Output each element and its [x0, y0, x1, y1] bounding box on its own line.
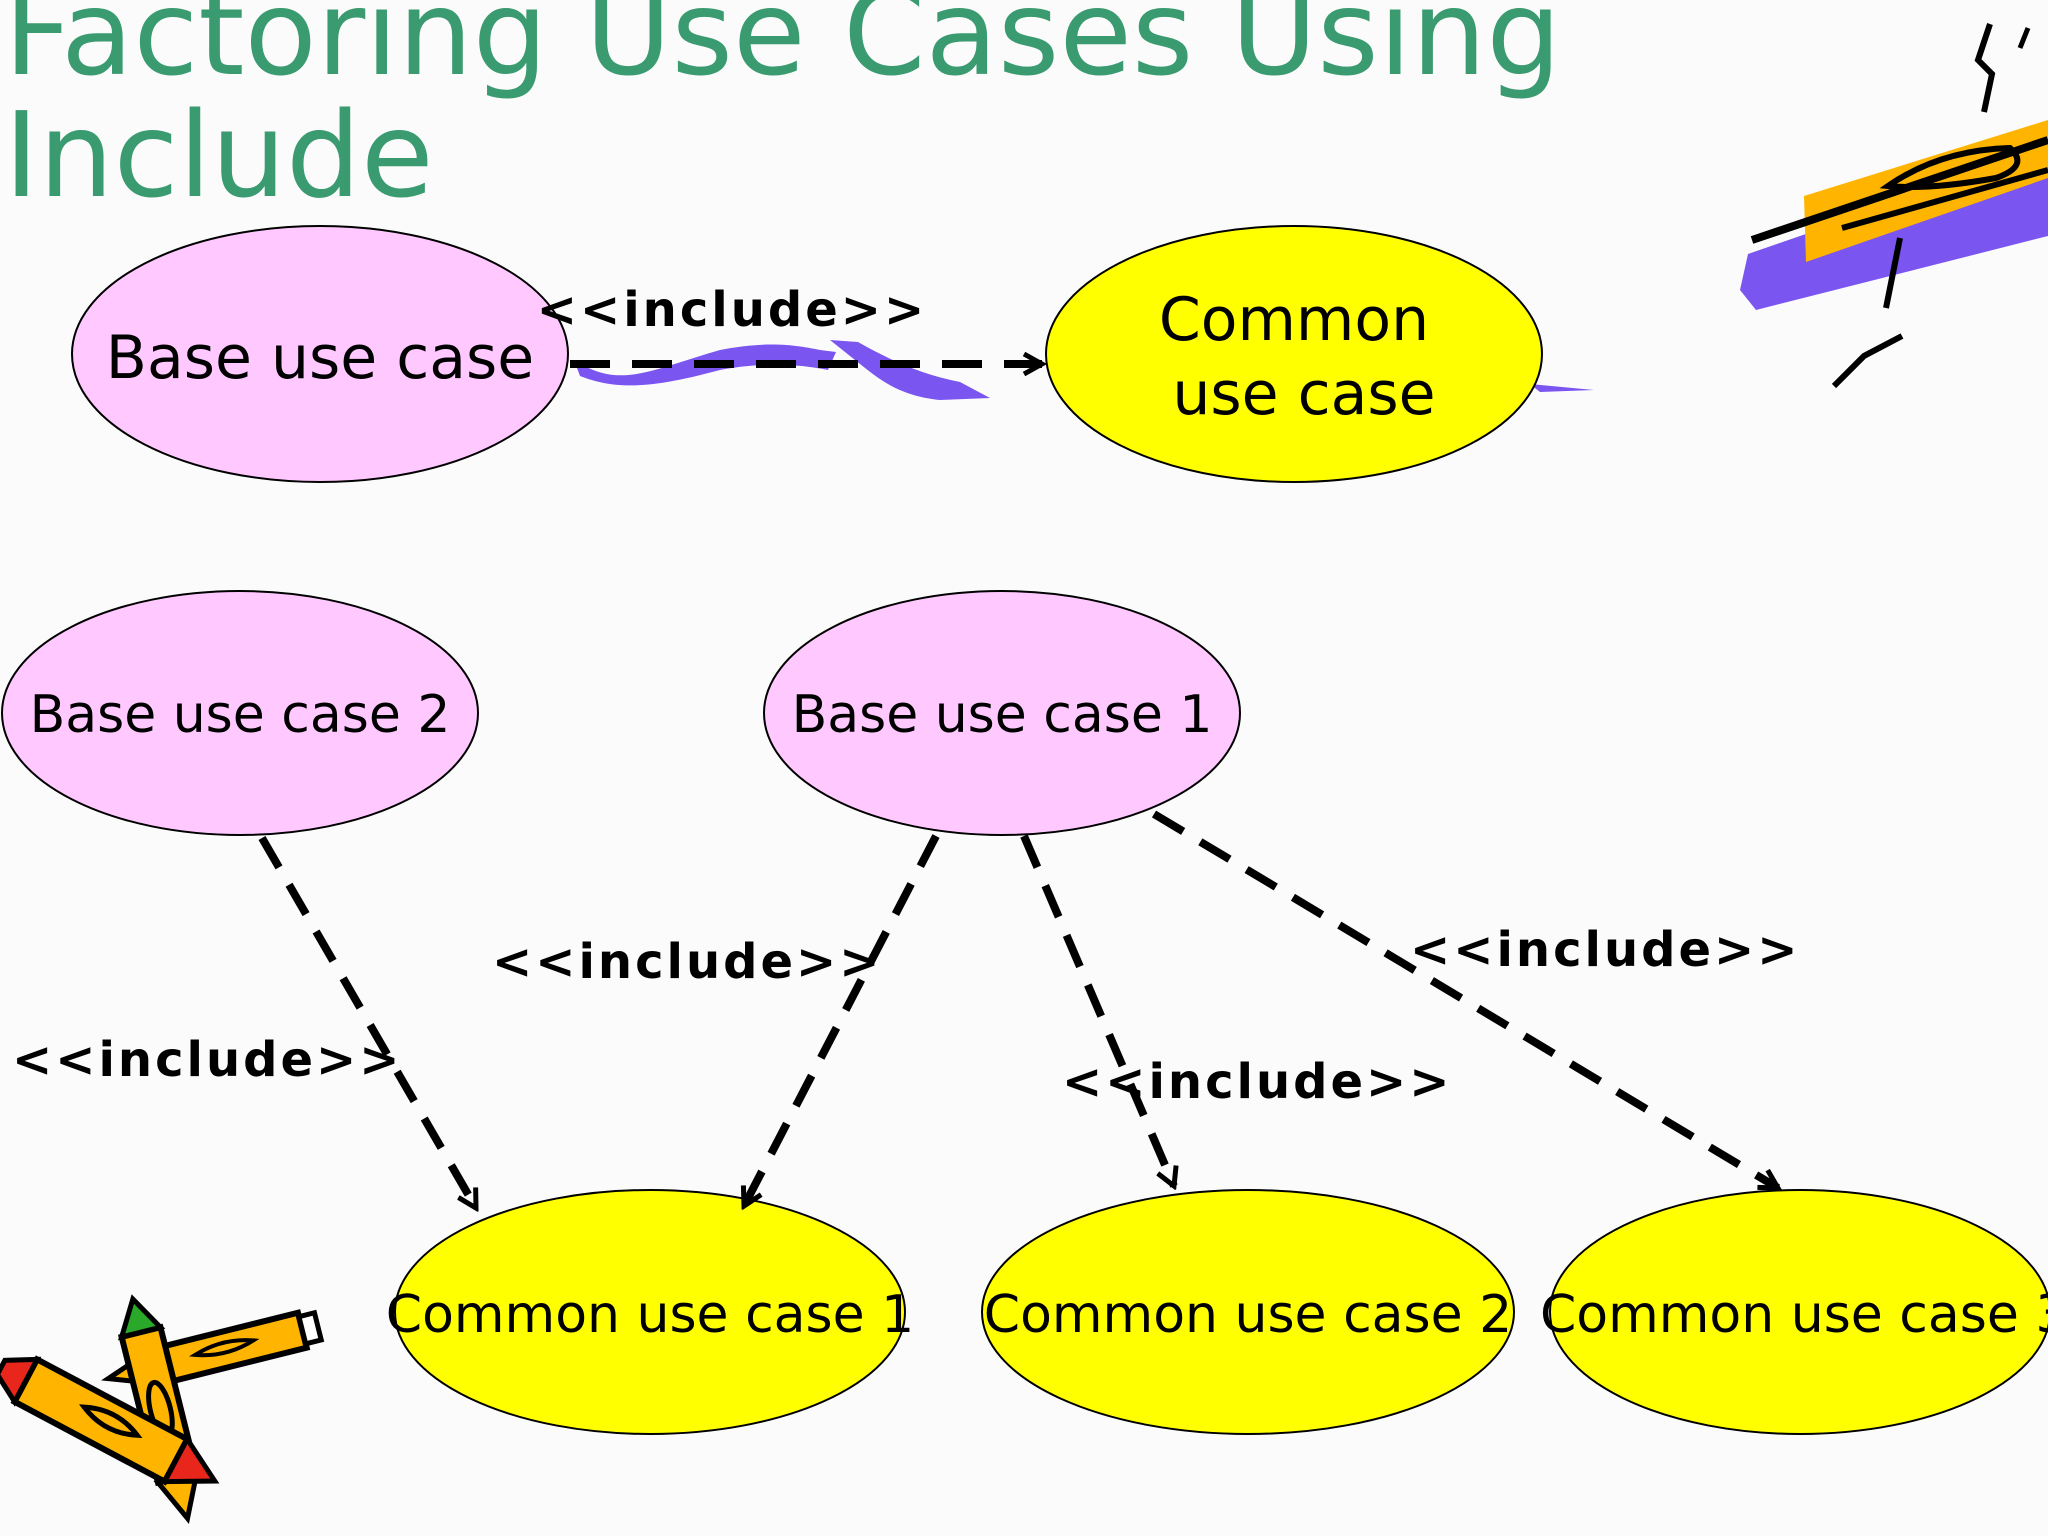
slide-title: Factoring Use Cases Using Include	[4, 0, 1804, 216]
crayons-icon	[0, 1294, 325, 1525]
common-use-case-ellipse	[1045, 225, 1543, 483]
include-label-base1-common3: <<include>>	[1410, 922, 1801, 978]
common-use-case-label-line1: Common	[1159, 285, 1429, 355]
base-use-case-ellipse	[71, 225, 569, 483]
base-use-case-label: Base use case	[106, 323, 534, 393]
include-dependency-base2-common1	[258, 835, 480, 1208]
include-label-base1-common1: <<include>>	[492, 934, 883, 990]
base-use-case-2-label: Base use case 2	[30, 685, 451, 745]
include-dependency-base1-common2	[1020, 834, 1174, 1186]
pen-icon	[1740, 23, 2048, 389]
base-use-case-1-label: Base use case 1	[792, 685, 1213, 745]
common-use-case-1-label: Common use case 1	[386, 1285, 914, 1345]
common-use-case-1-ellipse	[394, 1189, 906, 1435]
slide-title-line2: Include	[4, 86, 434, 224]
common-use-case-2-ellipse	[981, 1189, 1515, 1435]
slide-title-line1: Factoring Use Cases Using	[4, 0, 1562, 102]
include-dependency-base1-common1	[740, 834, 940, 1206]
base-use-case-1-ellipse	[763, 590, 1241, 836]
include-label-base1-common2: <<include>>	[1062, 1054, 1453, 1110]
common-use-case-3-label: Common use case 3	[1540, 1285, 2048, 1345]
base-use-case-2-ellipse	[1, 590, 479, 836]
include-dependency-base1-common3	[1151, 810, 1778, 1192]
include-label-top: <<include>>	[537, 282, 928, 338]
include-label-base2-common1: <<include>>	[12, 1032, 403, 1088]
common-use-case-3-ellipse	[1549, 1189, 2048, 1435]
common-use-case-label-line2: use case	[1172, 359, 1435, 429]
common-use-case-2-label: Common use case 2	[984, 1285, 1512, 1345]
